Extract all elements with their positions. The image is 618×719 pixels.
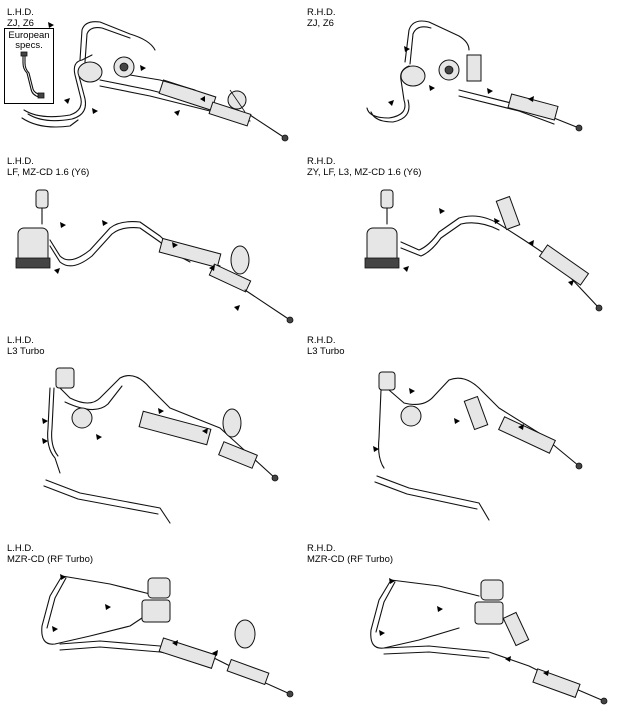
power-steering-piping-rhd-diesel-icon (370, 578, 608, 705)
drive-side-label: R.H.D. (307, 335, 336, 346)
power-steering-piping-lhd-turbo-icon (42, 367, 279, 524)
engine-label: ZJ, Z6 (307, 18, 334, 29)
drive-side-label: L.H.D. (7, 156, 34, 167)
power-steering-piping-lhd-diesel-icon (41, 574, 294, 698)
inset-hose-icon (20, 51, 45, 99)
inset-label: European specs. (8, 30, 50, 51)
engine-label: L3 Turbo (7, 346, 45, 357)
engine-label: ZJ, Z6 (7, 18, 34, 29)
drive-side-label: L.H.D. (7, 543, 34, 554)
diagram-caption: L.H.D. L3 Turbo (7, 335, 45, 357)
power-steering-piping-rhd-electric-pump-icon (364, 189, 603, 312)
drive-side-label: R.H.D. (307, 7, 336, 18)
engine-label: MZR-CD (RF Turbo) (7, 554, 94, 565)
diagram-caption: R.H.D. L3 Turbo (307, 335, 345, 357)
diagram-caption: R.H.D. ZJ, Z6 (307, 7, 336, 29)
power-steering-piping-rhd-turbo-icon (373, 371, 583, 521)
engine-label: L3 Turbo (307, 346, 345, 357)
diagram-caption: R.H.D. MZR-CD (RF Turbo) (307, 543, 393, 565)
diagram-caption: L.H.D. MZR-CD (RF Turbo) (7, 543, 93, 565)
diagram-caption: R.H.D. ZY, LF, L3, MZ-CD 1.6 (Y6) (307, 156, 421, 178)
drive-side-label: R.H.D. (307, 156, 336, 167)
engine-label: ZY, LF, L3, MZ-CD 1.6 (Y6) (307, 167, 422, 178)
drive-side-label: L.H.D. (7, 335, 34, 346)
engine-label: LF, MZ-CD 1.6 (Y6) (7, 167, 90, 178)
drive-side-label: R.H.D. (307, 543, 336, 554)
european-specs-inset: European specs. (4, 28, 54, 104)
diagram-caption: L.H.D. LF, MZ-CD 1.6 (Y6) (7, 156, 89, 178)
drive-side-label: L.H.D. (7, 7, 34, 18)
power-steering-piping-lhd-electric-pump-icon (15, 189, 294, 324)
engine-label: MZR-CD (RF Turbo) (307, 554, 394, 565)
diagram-caption: L.H.D. ZJ, Z6 (7, 7, 34, 29)
power-steering-piping-rhd-icon (366, 20, 583, 132)
power-steering-piping-lhd-icon (21, 21, 289, 142)
